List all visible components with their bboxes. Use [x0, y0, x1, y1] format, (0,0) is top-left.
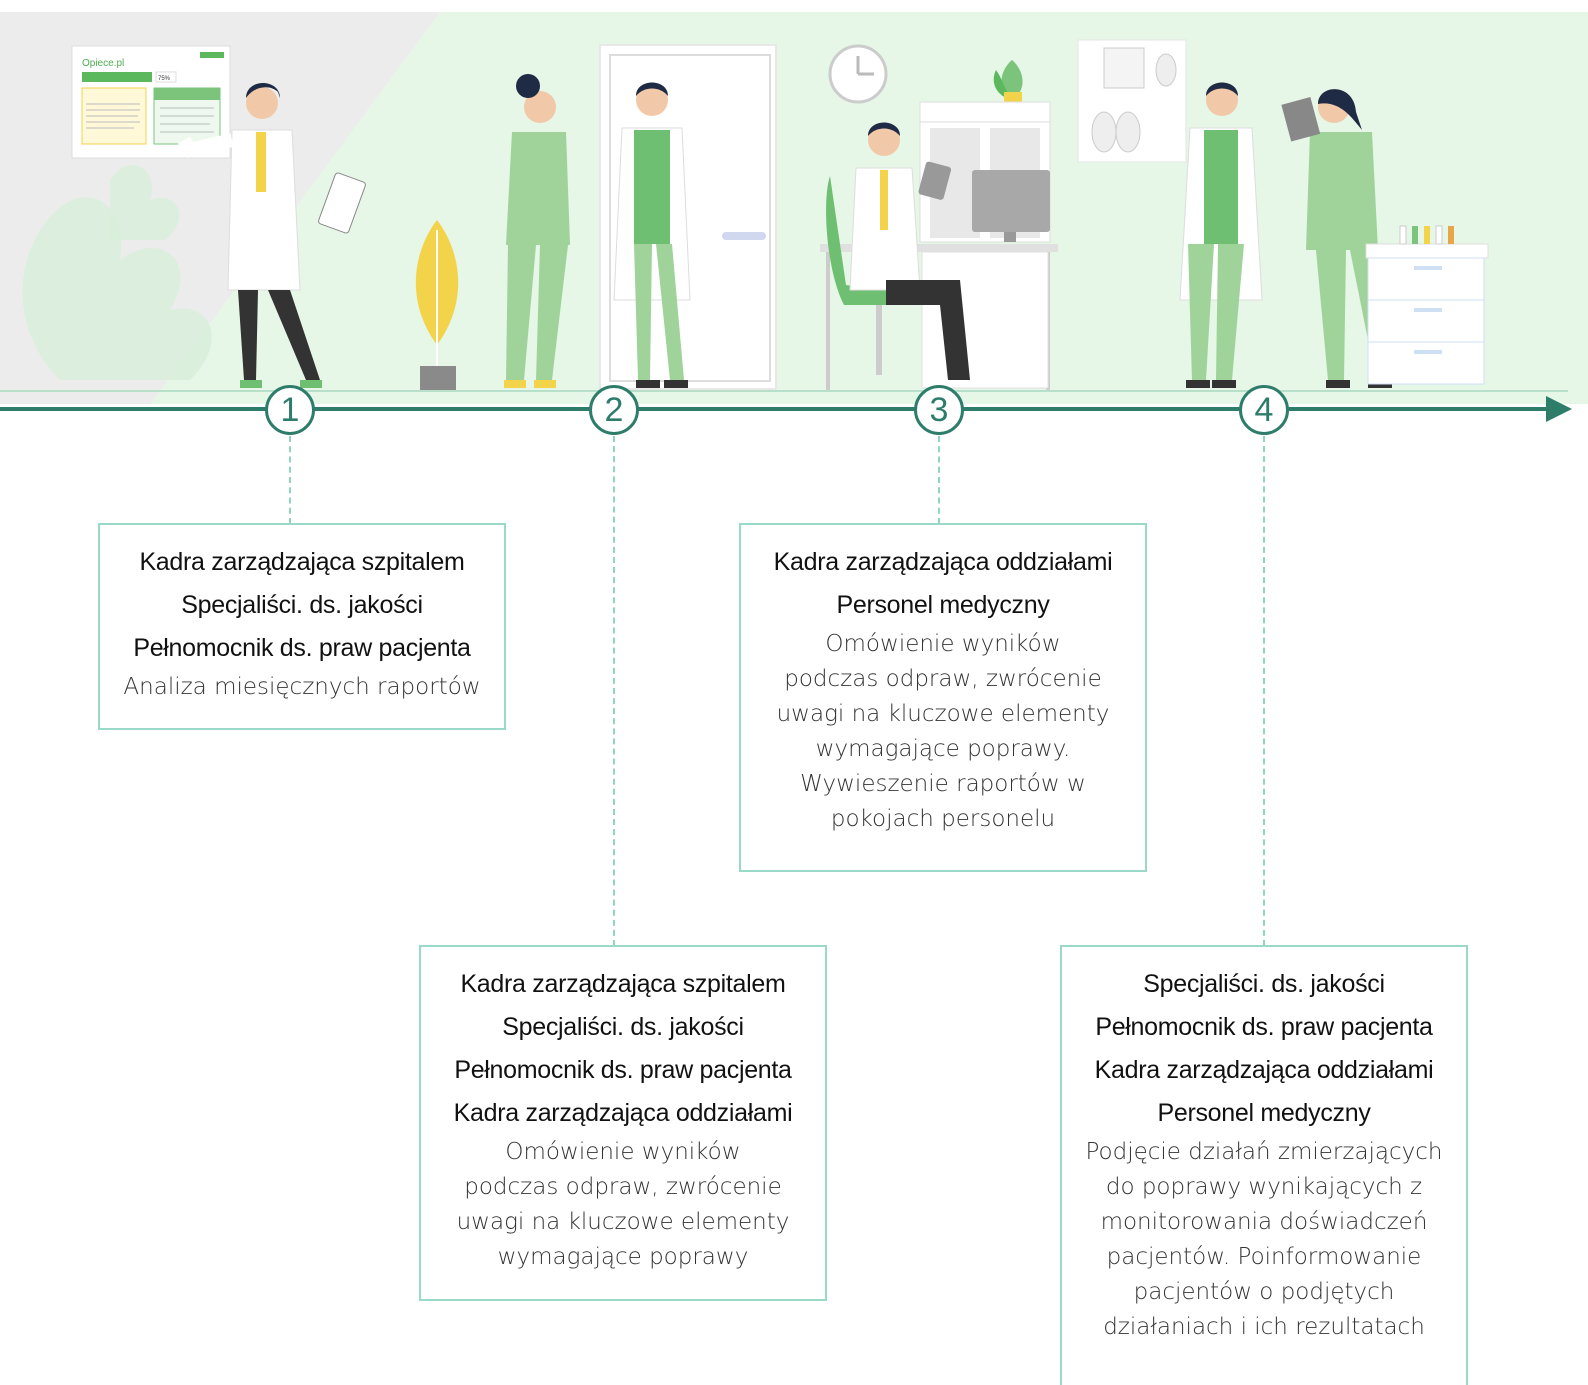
yellow-plant	[415, 220, 459, 390]
roles-list: Specjaliści. ds. jakości Pełnomocnik ds.…	[1072, 963, 1456, 1135]
roles-list: Kadra zarządzająca szpitalem Specjaliści…	[110, 541, 494, 670]
role-label: Specjaliści. ds. jakości	[181, 591, 423, 619]
step-marker-1: 1	[265, 385, 315, 435]
desk-scene	[820, 122, 1058, 390]
role-label: Kadra zarządzająca oddziałami	[1094, 1056, 1434, 1084]
role-label: Kadra zarządzająca szpitalem	[139, 548, 465, 576]
role-label: Personel medyczny	[1157, 1099, 1371, 1127]
role-label: Kadra zarządzająca oddziałami	[773, 548, 1113, 576]
role-label: Pełnomocnik ds. praw pacjenta	[1095, 1013, 1433, 1041]
step-box-2: Kadra zarządzająca szpitalem Specjaliści…	[419, 945, 827, 1301]
doctor-figure-2	[613, 82, 691, 388]
step-description: Omówienie wyników podczas odpraw, zwróce…	[456, 1139, 790, 1270]
doctor-figure-4	[1179, 82, 1263, 388]
step-description: Omówienie wyników podczas odpraw, zwróce…	[776, 631, 1110, 832]
report-percent: 75%	[158, 76, 171, 82]
timeline-arrowhead	[1546, 396, 1572, 422]
roles-list: Kadra zarządzająca szpitalem Specjaliści…	[431, 963, 815, 1135]
step-description: Analiza miesięcznych raportów	[123, 674, 481, 700]
connector-step-1	[289, 436, 291, 524]
role-label: Kadra zarządzająca oddziałami	[453, 1099, 793, 1127]
nurse-figure-2	[504, 74, 570, 388]
doctor-figure-1	[177, 83, 366, 388]
step-box-4: Specjaliści. ds. jakości Pełnomocnik ds.…	[1060, 945, 1468, 1385]
step-marker-3: 3	[914, 385, 964, 435]
step-marker-2: 2	[589, 385, 639, 435]
report-logo: Opiece.pl	[82, 58, 124, 69]
role-label: Kadra zarządzająca szpitalem	[460, 970, 786, 998]
door	[599, 44, 777, 390]
lab-cabinet	[1365, 225, 1489, 385]
roles-list: Kadra zarządzająca oddziałami Personel m…	[751, 541, 1135, 627]
clock-icon	[828, 44, 888, 104]
role-label: Personel medyczny	[836, 591, 1050, 619]
step-box-3: Kadra zarządzająca oddziałami Personel m…	[739, 523, 1147, 872]
step-box-1: Kadra zarządzająca szpitalem Specjaliści…	[98, 523, 506, 730]
role-label: Specjaliści. ds. jakości	[1143, 970, 1385, 998]
role-label: Specjaliści. ds. jakości	[502, 1013, 744, 1041]
xray-board	[1077, 39, 1187, 163]
role-label: Pełnomocnik ds. praw pacjenta	[133, 634, 471, 662]
step-marker-4: 4	[1239, 385, 1289, 435]
connector-step-2	[613, 436, 615, 946]
step-description: Podjęcie działań zmierzających do popraw…	[1085, 1139, 1443, 1340]
report-poster: Opiece.pl 75%	[71, 45, 231, 159]
connector-step-3	[938, 436, 940, 524]
role-label: Pełnomocnik ds. praw pacjenta	[454, 1056, 792, 1084]
connector-step-4	[1263, 436, 1265, 946]
